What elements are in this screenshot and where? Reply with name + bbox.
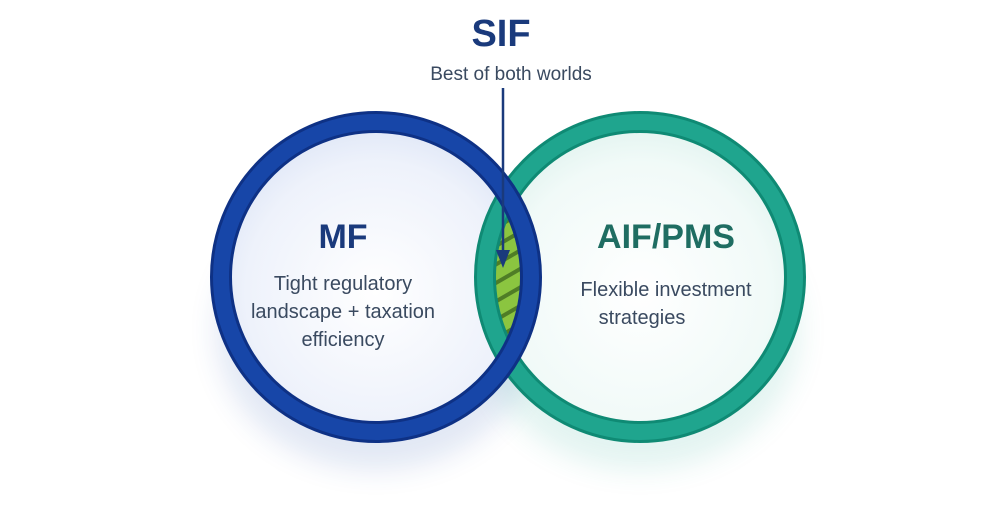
mf-desc-line-2: landscape + taxation (251, 301, 435, 323)
aif-title: AIF/PMS (597, 218, 735, 256)
aif-ring (477, 114, 803, 440)
aif-desc-line-1: Flexible investment (580, 279, 752, 301)
mf-circle-fill (221, 122, 531, 432)
mf-desc-line-3: efficiency (301, 329, 384, 351)
mf-title: MF (318, 218, 367, 256)
aif-circle-fill (485, 122, 795, 432)
arrow-head-icon (496, 250, 510, 268)
aif-desc-line-2: strategies (599, 307, 686, 329)
mf-ring (213, 114, 539, 440)
sif-subtitle: Best of both worlds (430, 64, 592, 85)
sif-title: SIF (471, 13, 530, 55)
mf-desc-line-1: Tight regulatory (274, 273, 412, 295)
